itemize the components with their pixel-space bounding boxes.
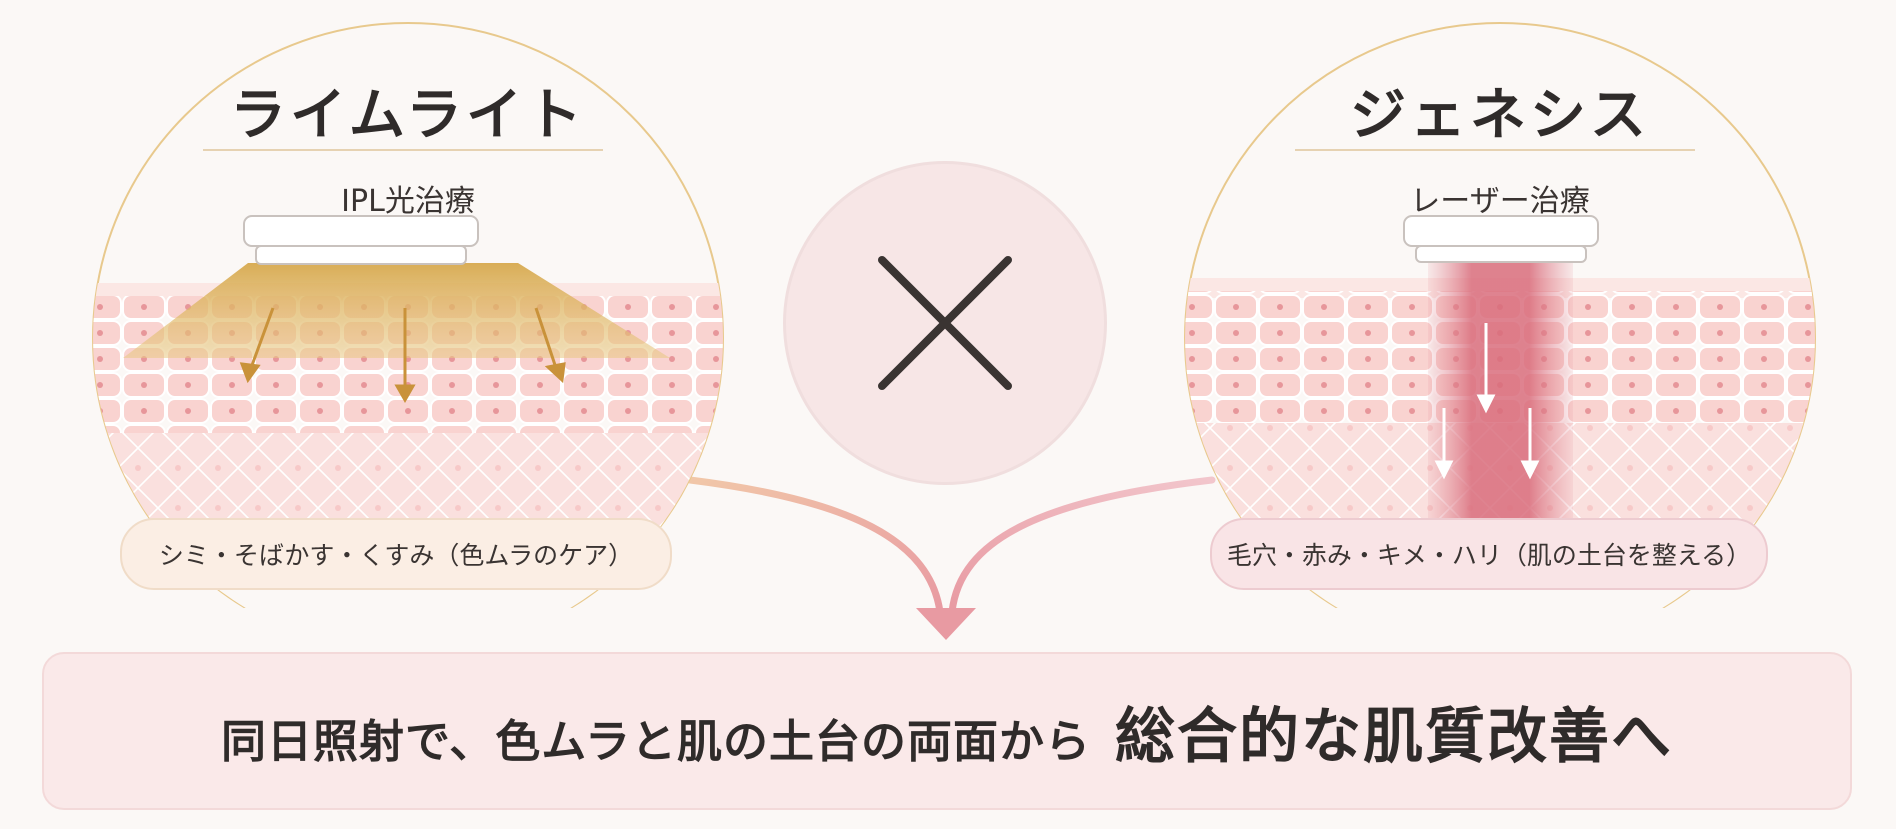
summary-main-text: 同日照射で、色ムラと肌の土台の両面から bbox=[221, 714, 1091, 768]
panel-subtitle: IPL光治療 bbox=[341, 184, 475, 219]
treatment-effect-label: 毛穴・赤み・キメ・ハリ（肌の土台を整える） bbox=[1210, 518, 1768, 590]
genesis-panel: ジェネシス レーザー治療 毛穴・赤み・キメ・ハリ（肌の土台を整える） bbox=[1170, 8, 1830, 608]
title-divider bbox=[1295, 149, 1695, 151]
panel-title: ライムライト bbox=[229, 83, 587, 148]
treatment-effect-label: シミ・そばかす・くすみ（色ムラのケア） bbox=[120, 518, 672, 590]
close-icon bbox=[878, 256, 1012, 390]
combination-badge bbox=[783, 161, 1107, 485]
panel-subtitle: レーザー治療 bbox=[1410, 184, 1590, 219]
panel-title: ジェネシス bbox=[1350, 83, 1650, 148]
limelight-panel: ライムライト IPL光治療 シミ・そばかす・くすみ（色ムラのケア） bbox=[78, 8, 738, 608]
title-divider bbox=[203, 149, 603, 151]
summary-emphasis-text: 総合的な肌質改善へ bbox=[1114, 701, 1673, 772]
summary-text: 同日照射で、色ムラと肌の土台の両面から 総合的な肌質改善へ bbox=[221, 688, 1673, 775]
summary-banner: 同日照射で、色ムラと肌の土台の両面から 総合的な肌質改善へ bbox=[42, 652, 1852, 810]
